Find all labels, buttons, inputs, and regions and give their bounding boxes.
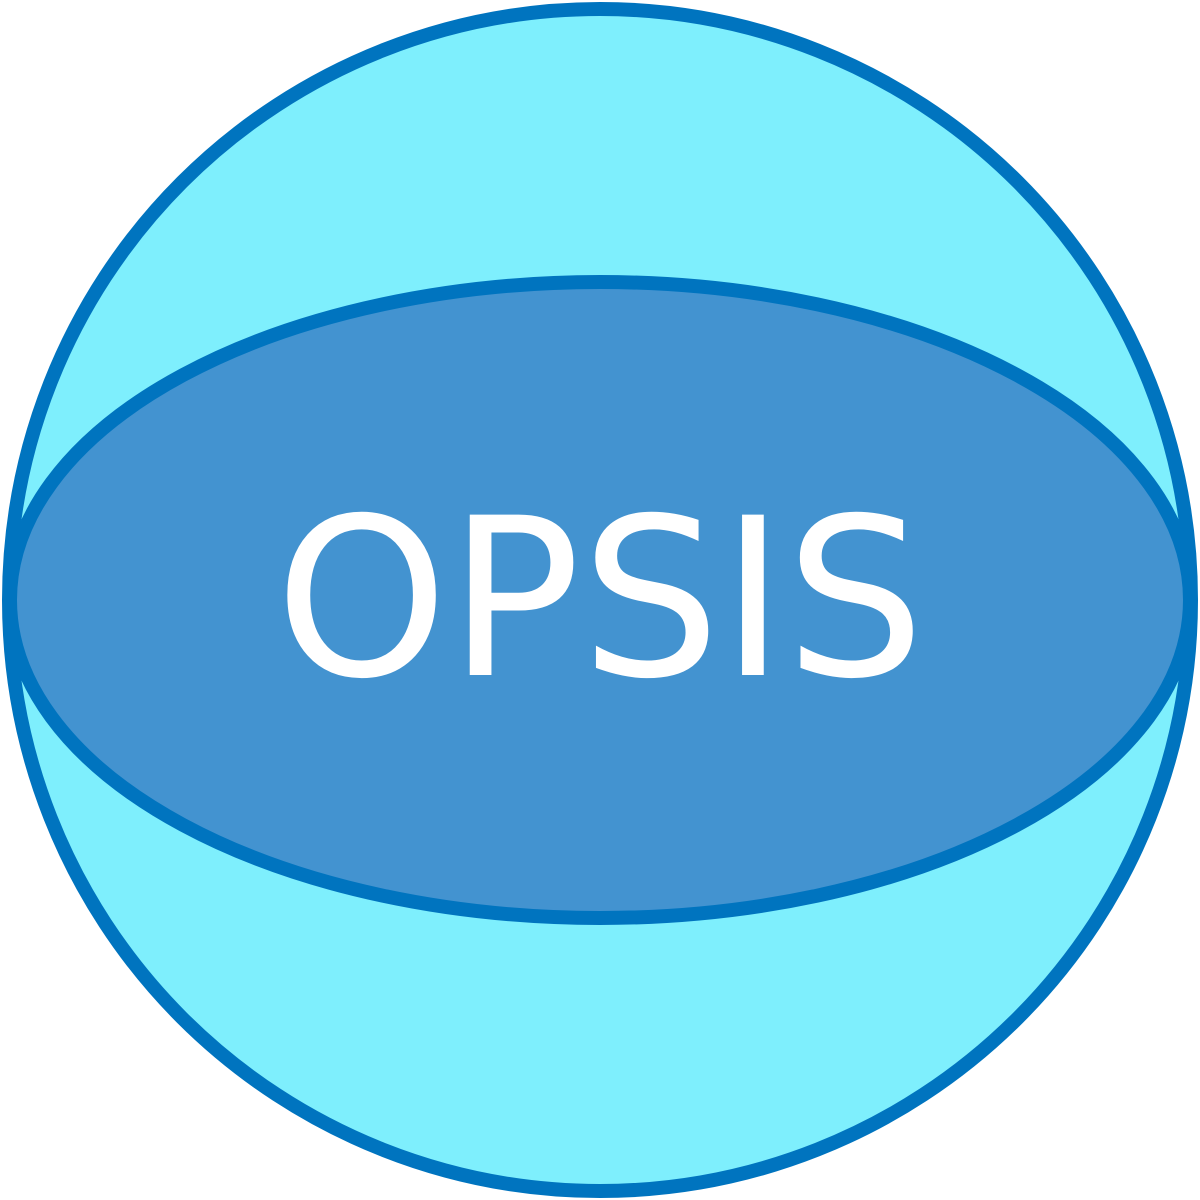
logo-wordmark: OPSIS bbox=[275, 471, 925, 727]
equator-band-icon bbox=[3, 275, 1197, 925]
